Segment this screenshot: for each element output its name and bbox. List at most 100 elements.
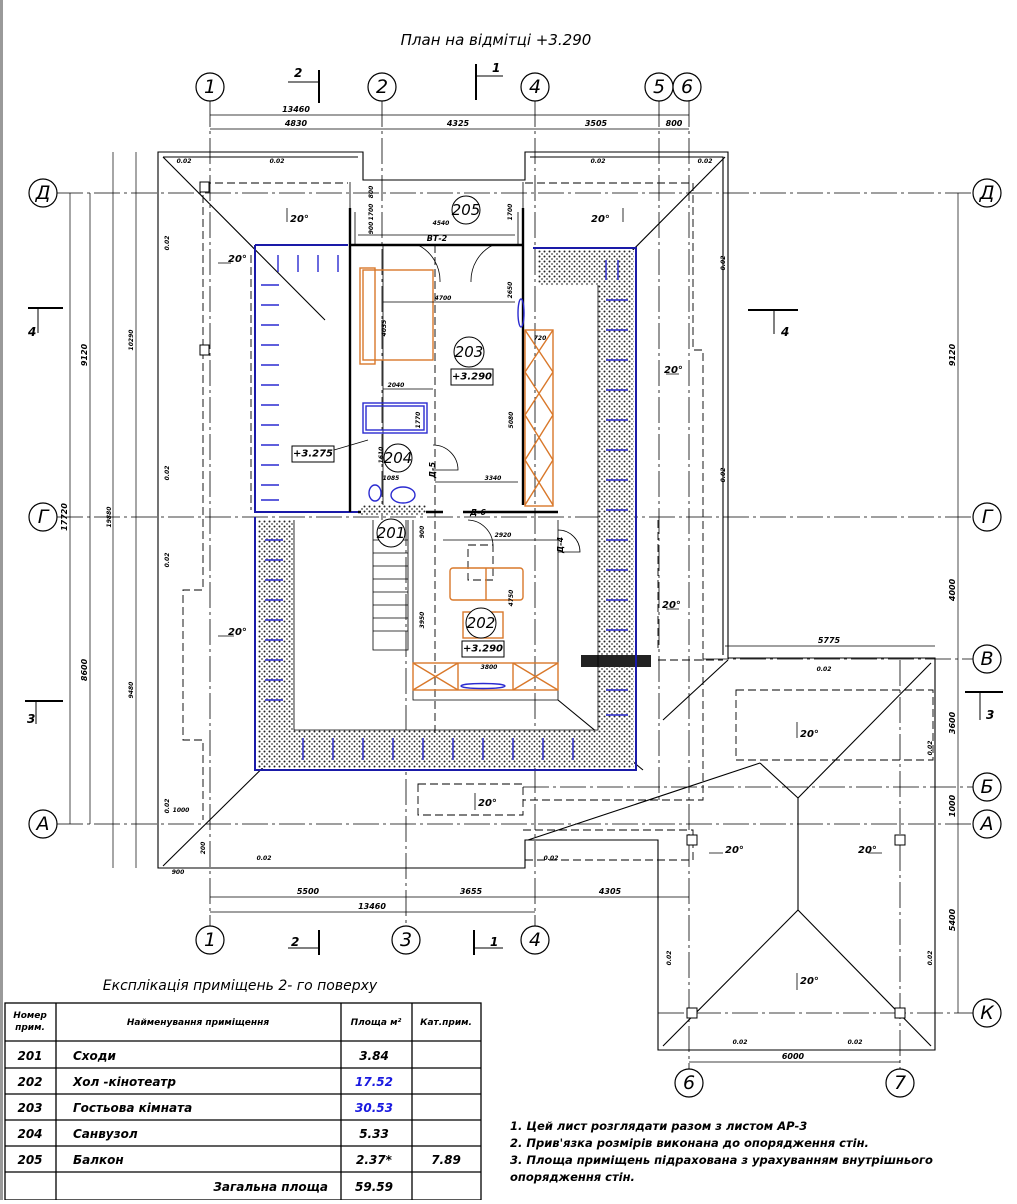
table-title: Експлікація приміщень 2- го поверху xyxy=(103,978,378,994)
level-mark-203: +3.290 xyxy=(450,368,494,386)
axis-bubble-6-top: 6 xyxy=(672,72,702,102)
axis-bubble-2-top: 2 xyxy=(367,72,397,102)
svg-text:3800: 3800 xyxy=(481,664,498,671)
svg-text:7: 7 xyxy=(894,1072,906,1094)
svg-text:20°: 20° xyxy=(228,627,247,638)
svg-text:0.02: 0.02 xyxy=(848,1039,863,1046)
total-label: Загальна площа xyxy=(213,1180,328,1194)
dim-900: 900 xyxy=(172,869,185,876)
svg-text:1: 1 xyxy=(204,76,216,98)
section-mark-1-top: 1 xyxy=(475,61,503,100)
svg-text:0.02: 0.02 xyxy=(177,158,192,165)
roof-slope-labels: 20° 20° 20° 20° 20° 20° 20° 20° 20° 20° … xyxy=(218,208,882,990)
svg-text:Балкон: Балкон xyxy=(73,1153,124,1167)
axis-bubble-4-bottom: 4 xyxy=(520,925,550,955)
svg-text:Санвузол: Санвузол xyxy=(73,1127,138,1141)
header-cat: Кат.прим. xyxy=(420,1018,472,1028)
axis-bubble-D-right: Д xyxy=(972,178,1002,208)
svg-text:4700: 4700 xyxy=(435,295,452,302)
bed-icon xyxy=(362,269,434,361)
svg-text:2: 2 xyxy=(291,935,299,949)
floor-plan-drawing: План на відмітці +3.290 1 2 4 5 6 1 3 4 … xyxy=(4,31,1003,1201)
svg-text:0.02: 0.02 xyxy=(591,158,606,165)
svg-text:0.02: 0.02 xyxy=(270,158,285,165)
table-row: 202 Хол -кінотеатр 17.52 xyxy=(17,1075,393,1089)
tv-icon-hall xyxy=(460,682,506,690)
dim-left-outer-total: 19880 xyxy=(106,507,113,528)
dim-top-1-2: 4830 xyxy=(284,119,308,128)
dim-left-D-G: 9120 xyxy=(80,343,89,366)
dim-bot-total: 13460 xyxy=(358,902,386,911)
svg-text:3340: 3340 xyxy=(485,475,502,482)
svg-text:5: 5 xyxy=(653,76,665,98)
svg-text:1700: 1700 xyxy=(368,204,375,221)
svg-text:4: 4 xyxy=(529,929,541,951)
dim-200: 200 xyxy=(200,842,207,855)
note-3-cont: опорядження стін. xyxy=(510,1170,635,1184)
svg-text:900: 900 xyxy=(419,526,426,539)
svg-text:+3.290: +3.290 xyxy=(463,644,503,655)
svg-text:+3.290: +3.290 xyxy=(452,372,492,383)
svg-text:1: 1 xyxy=(490,935,498,949)
svg-text:4: 4 xyxy=(27,325,36,339)
explication-table: Номер прим. Найменування приміщення Площ… xyxy=(4,1002,482,1201)
svg-text:202: 202 xyxy=(467,614,496,632)
svg-text:20°: 20° xyxy=(725,845,744,856)
dim-right-G-V: 4000 xyxy=(948,578,957,602)
hidden-lines xyxy=(182,181,934,1019)
svg-text:Хол -кінотеатр: Хол -кінотеатр xyxy=(72,1075,176,1089)
svg-text:2: 2 xyxy=(376,76,388,98)
svg-text:+3.275: +3.275 xyxy=(293,449,333,460)
axis-bubble-A-right: А xyxy=(972,809,1002,839)
svg-text:202: 202 xyxy=(17,1075,42,1089)
dim-top-2-4: 4325 xyxy=(446,119,470,128)
svg-text:203: 203 xyxy=(17,1101,42,1115)
table-row: 205 Балкон 2.37* 7.89 xyxy=(17,1153,460,1167)
dim-top-5-6: 800 xyxy=(666,119,683,128)
svg-text:Сходи: Сходи xyxy=(73,1049,116,1063)
door-label-d6: Д-6 xyxy=(469,508,486,517)
table-row: 203 Гостьова кімната 30.53 xyxy=(17,1101,393,1115)
dim-top-4-5: 3505 xyxy=(585,119,608,128)
dim-left-G-A: 8600 xyxy=(80,658,89,681)
svg-text:20°: 20° xyxy=(664,365,683,376)
total-value: 59.59 xyxy=(355,1180,393,1194)
svg-text:В: В xyxy=(980,648,993,670)
svg-text:20°: 20° xyxy=(662,600,681,611)
gutter-slope-labels: 0.02 0.02 0.02 0.02 0.02 0.02 0.02 0.02 … xyxy=(164,158,934,1046)
dim-left-outer-bot: 9480 xyxy=(128,682,135,699)
svg-text:20°: 20° xyxy=(478,798,497,809)
svg-text:А: А xyxy=(979,813,994,835)
svg-text:Д: Д xyxy=(35,182,51,204)
svg-text:0.02: 0.02 xyxy=(720,468,727,483)
svg-text:Г: Г xyxy=(38,506,50,528)
svg-text:5080: 5080 xyxy=(508,412,515,429)
header-area: Площа м² xyxy=(351,1018,402,1028)
svg-text:20°: 20° xyxy=(290,214,309,225)
roof-outline xyxy=(157,151,936,1051)
svg-text:4: 4 xyxy=(529,76,541,98)
dim-top-total: 13460 xyxy=(282,105,310,114)
door-label-bt2: ВТ-2 xyxy=(427,234,448,243)
axis-bubble-1-top: 1 xyxy=(195,72,225,102)
svg-text:201: 201 xyxy=(377,524,406,542)
axis-bubble-B-right: Б xyxy=(972,772,1002,802)
svg-text:20°: 20° xyxy=(858,845,877,856)
table-row: 201 Сходи 3.84 xyxy=(17,1049,388,1063)
section-mark-2-bottom: 2 xyxy=(288,930,320,955)
dim-right-D-G: 9120 xyxy=(948,343,957,366)
axis-bubble-4-top: 4 xyxy=(520,72,550,102)
svg-text:3: 3 xyxy=(27,712,35,726)
svg-text:Г: Г xyxy=(982,506,994,528)
svg-text:720: 720 xyxy=(534,335,547,342)
section-mark-4-left: 4 xyxy=(27,307,63,339)
svg-text:3: 3 xyxy=(400,929,412,951)
header-num-2: прим. xyxy=(15,1023,45,1033)
room-number-202: 202 xyxy=(465,607,497,639)
section-mark-2-top: 2 xyxy=(288,66,320,103)
section-mark-1-bottom: 1 xyxy=(473,930,503,955)
bathtub-icon xyxy=(362,402,428,434)
wardrobe-icon xyxy=(524,329,554,507)
walls xyxy=(254,182,651,771)
